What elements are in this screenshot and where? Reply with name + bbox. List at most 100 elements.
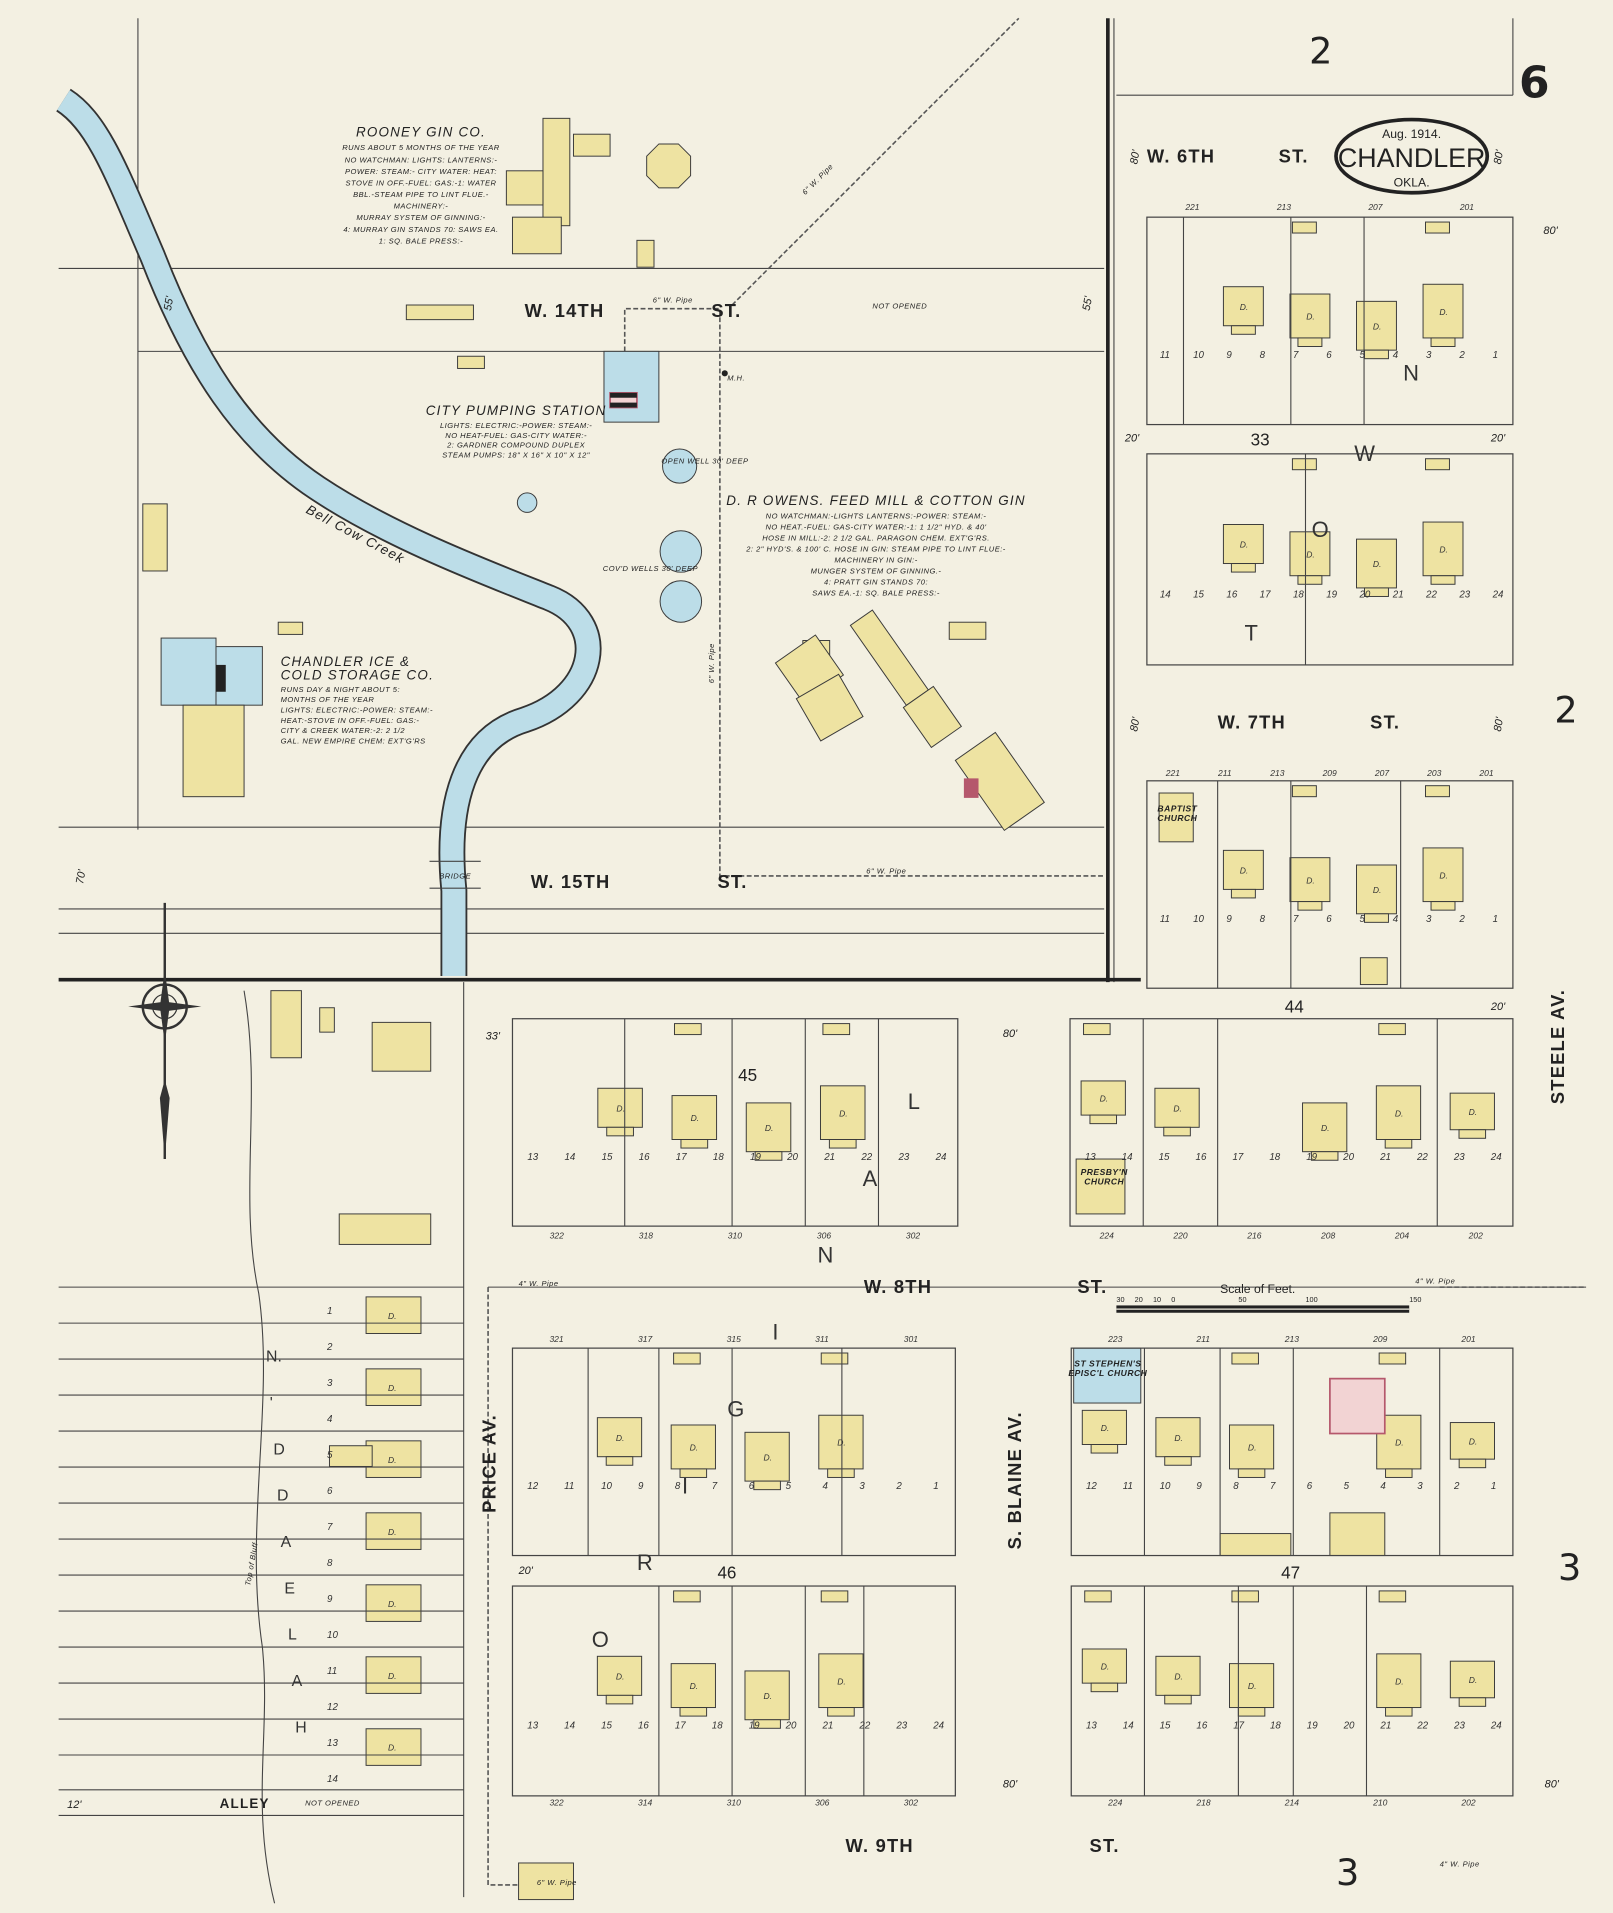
title-cartouche-frame	[1334, 117, 1490, 195]
width-label: 20'	[518, 1565, 534, 1577]
business-note: NO HEAT-FUEL: GAS-CITY WATER:-	[445, 431, 587, 440]
dwelling	[1422, 283, 1464, 339]
lot-number: 6	[1307, 1481, 1313, 1492]
dwelling	[744, 1670, 790, 1721]
lot-number: 20	[1342, 1152, 1354, 1163]
dwelling-label: D.	[1306, 875, 1315, 885]
dwelling	[319, 1007, 335, 1033]
business-note: NO HEAT.-FUEL: GAS-CITY WATER:-1: 1 1/2"…	[765, 522, 986, 531]
lot-number: 8	[1233, 1481, 1239, 1492]
adjacent-sheet-right[interactable]: 2	[1554, 688, 1577, 731]
dwelling-label: D.	[1439, 870, 1448, 880]
adjacent-sheet-right-lower[interactable]: 3	[1558, 1546, 1581, 1589]
lot-number: 6	[749, 1481, 755, 1492]
dwelling	[1449, 1422, 1495, 1460]
lot-number: 22	[860, 1152, 872, 1163]
lot-number: 14	[564, 1152, 575, 1163]
lot-number: 15	[1160, 1721, 1171, 1732]
lot-number: 11	[327, 1666, 337, 1677]
outbuilding	[1378, 1352, 1407, 1365]
business-note: 1: SQ. BALE PRESS:-	[379, 236, 463, 245]
pipe-label: 6" W. Pipe	[707, 643, 716, 683]
lot-number: 7	[327, 1522, 333, 1533]
dwelling	[1222, 286, 1264, 327]
lot-number: 19	[749, 1721, 760, 1732]
dwelling	[365, 1656, 422, 1694]
lot-number: 22	[1425, 589, 1437, 600]
city-block-r2	[1146, 453, 1514, 666]
dwelling-label: D.	[1101, 1423, 1110, 1433]
porch	[1430, 901, 1456, 911]
house-number: 314	[638, 1798, 652, 1808]
outbuilding	[1291, 221, 1317, 234]
lot-number: 23	[1458, 589, 1470, 600]
lot-number: 13	[327, 1738, 338, 1749]
porch	[1237, 1707, 1266, 1717]
pumping-station	[603, 350, 660, 423]
house-number: 301	[904, 1334, 918, 1344]
city-block-b45	[511, 1018, 959, 1227]
lot-number: 23	[895, 1721, 907, 1732]
manhole-label: M.H.	[727, 374, 745, 383]
porch	[1230, 888, 1256, 899]
dwelling	[1289, 531, 1331, 577]
dwelling	[670, 1424, 716, 1470]
width-label: 80'	[1545, 1778, 1560, 1790]
lot-number: 3	[859, 1481, 865, 1492]
lot-number: 19	[1326, 589, 1337, 600]
scale-tick: 50	[1238, 1295, 1246, 1304]
house-number: 322	[549, 1798, 563, 1808]
scale-tick: 30	[1116, 1295, 1124, 1304]
outbuilding	[820, 1352, 849, 1365]
lot-number: 21	[823, 1152, 835, 1163]
business-note: HEAT:-STOVE IN OFF.-FUEL: GAS:-	[281, 716, 420, 725]
lot-number: 6	[327, 1486, 333, 1497]
city-block-r3	[1146, 780, 1514, 989]
house-number: 310	[727, 1798, 741, 1808]
width-label: 33'	[486, 1030, 501, 1042]
lot-number: 17	[1232, 1152, 1243, 1163]
lot-number: 4	[1380, 1481, 1386, 1492]
porch	[753, 1480, 781, 1491]
outbuilding	[1378, 1590, 1407, 1603]
house-number: 224	[1107, 1798, 1122, 1808]
lot-number: 4	[1393, 350, 1399, 361]
porch	[827, 1468, 855, 1478]
lot-number: 12	[1086, 1481, 1097, 1492]
dwelling-label: D.	[690, 1443, 699, 1453]
blocks-layer	[58, 216, 1514, 1797]
outbuilding	[1425, 221, 1450, 234]
lot-number: 12	[527, 1481, 538, 1492]
lot-number: 22	[1416, 1152, 1428, 1163]
city-block-b44	[1069, 1018, 1514, 1227]
dwelling	[670, 1663, 716, 1709]
width-label: 80'	[1003, 1778, 1018, 1790]
lot-number: 14	[1122, 1152, 1133, 1163]
house-number: 201	[1478, 768, 1493, 778]
dwelling-label: D.	[1240, 540, 1249, 550]
dwelling	[744, 1431, 790, 1482]
dwelling-label: D.	[1469, 1107, 1478, 1117]
porch	[679, 1707, 708, 1717]
lot-number: 14	[1123, 1721, 1134, 1732]
business-note: STOVE IN OFF.-FUEL: GAS:-1: WATER	[345, 178, 496, 187]
business-note: MACHINERY IN GIN:-	[834, 555, 917, 564]
dwelling	[365, 1440, 422, 1478]
adjacent-sheet-top[interactable]: 2	[1309, 29, 1332, 72]
dwelling-label: D.	[837, 1676, 846, 1686]
district-letter-hale: D	[273, 1441, 284, 1458]
district-letter-hale: L	[288, 1627, 297, 1644]
porch	[753, 1719, 781, 1729]
lot-number: 20	[1359, 589, 1371, 600]
dwelling-label: D.	[1469, 1437, 1478, 1447]
lot-number: 2	[326, 1342, 333, 1353]
width-label: 55'	[162, 295, 176, 312]
porch	[828, 1139, 857, 1149]
house-number: 214	[1284, 1798, 1299, 1808]
porch	[1364, 349, 1389, 360]
street-w7: W. 7TH	[1218, 711, 1286, 732]
house-number: 209	[1322, 768, 1337, 778]
adjacent-sheet-bottom[interactable]: 3	[1336, 1851, 1359, 1894]
street-price: PRICE AV.	[478, 1414, 499, 1513]
